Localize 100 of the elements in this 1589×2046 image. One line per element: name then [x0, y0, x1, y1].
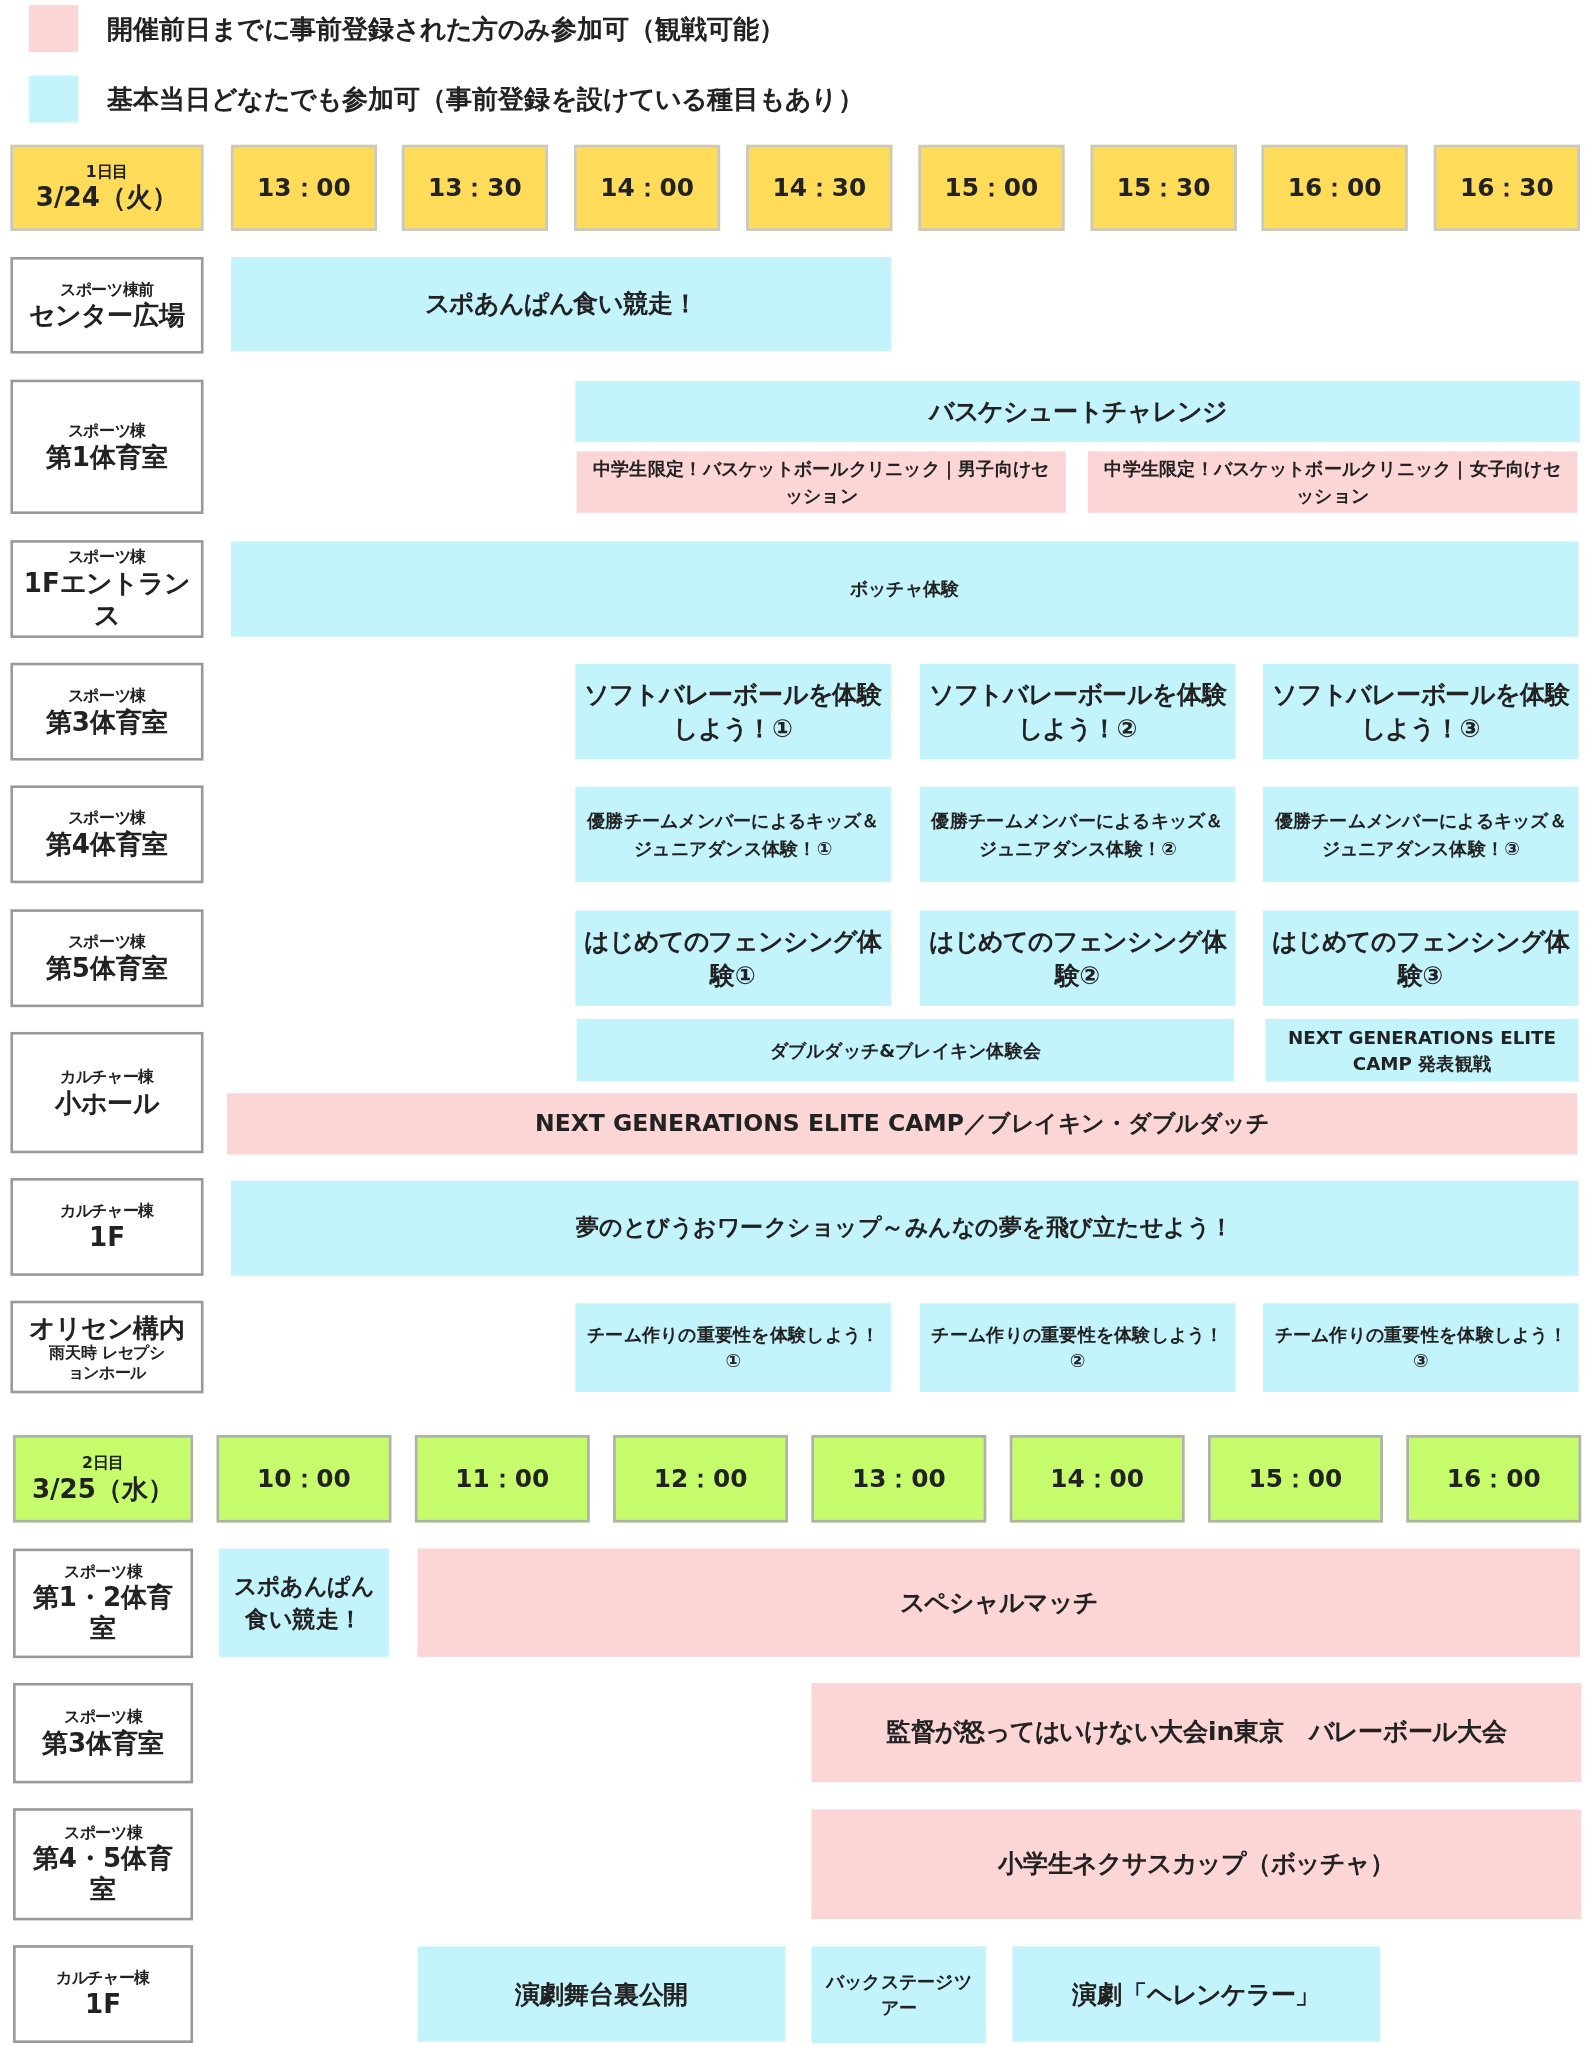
time-label: 14：00 — [600, 171, 694, 203]
event-block — [1012, 1946, 1381, 2042]
building-label: スポーツ棟 — [67, 686, 147, 706]
header-cell — [746, 144, 893, 231]
event-block — [919, 910, 1236, 1006]
venue-cell — [10, 379, 204, 514]
header-cell — [414, 1435, 590, 1523]
event-title: 優勝チームメンバーによるキッズ＆ジュニアダンス体験！③ — [1273, 809, 1568, 860]
event-title: 演劇「ヘレンケラー」 — [1072, 1977, 1321, 2010]
event-block — [1088, 451, 1578, 513]
building-label: スポーツ棟前 — [60, 280, 154, 299]
event-title: スペシャルマッチ — [899, 1586, 1098, 1618]
header-cell — [10, 144, 204, 231]
event-title: チーム作りの重要性を体験しよう！① — [586, 1322, 881, 1374]
day-label: 2日目 — [81, 1453, 125, 1473]
time-label: 12：00 — [653, 1462, 748, 1494]
building-label: スポーツ棟 — [67, 548, 147, 568]
header-cell — [13, 1435, 194, 1523]
date-label: 3/25（水） — [31, 1472, 175, 1504]
venue-name: 第3体育室 — [41, 1726, 165, 1759]
time-label: 14：00 — [1050, 1462, 1145, 1494]
event-title: チーム作りの重要性を体験しよう！③ — [1273, 1322, 1568, 1374]
event-block — [230, 1180, 1579, 1276]
event-title: 中学生限定！バスケットボールクリニック｜女子向けセッション — [1103, 457, 1562, 508]
header-cell — [811, 1435, 987, 1523]
header-cell — [1090, 144, 1237, 231]
event-block — [1265, 1018, 1579, 1082]
venue-name: オリセン構内 — [28, 1312, 186, 1344]
event-block — [811, 1682, 1582, 1783]
time-label: 16：00 — [1446, 1462, 1541, 1494]
day-label: 1日目 — [85, 162, 129, 182]
time-label: 16：00 — [1287, 171, 1382, 203]
event-block — [575, 664, 892, 760]
event-block — [1262, 1303, 1579, 1392]
event-block — [230, 257, 892, 351]
note-text: 雨天時 レセプションホール — [48, 1343, 166, 1382]
event-block — [1262, 910, 1579, 1006]
event-title: はじめてのフェンシング体験① — [583, 925, 883, 991]
venue-cell — [10, 540, 204, 638]
event-title: 演劇舞台裏公開 — [514, 1977, 689, 2010]
venue-cell — [10, 662, 204, 761]
venue-cell — [10, 909, 204, 1008]
venue-cell — [13, 1945, 194, 2043]
header-cell — [216, 1435, 392, 1523]
event-title: NEXT GENERATIONS ELITE CAMP／ブレイキン・ダブルダッチ — [535, 1108, 1270, 1139]
header-cell — [613, 1435, 788, 1523]
event-title: スポあんぱん食い競走！ — [424, 287, 698, 320]
time-label: 13：00 — [257, 171, 351, 203]
event-title: ボッチャ体験 — [849, 577, 960, 602]
header-cell — [1406, 1435, 1582, 1523]
time-label: 15：00 — [1248, 1462, 1343, 1494]
event-block — [811, 1809, 1582, 1920]
event-block — [575, 380, 1580, 443]
event-block — [575, 1303, 892, 1392]
venue-cell — [10, 785, 204, 884]
venue-name: 第1・2体育室 — [31, 1581, 175, 1645]
event-block — [227, 1093, 1578, 1155]
event-title: はじめてのフェンシング体験② — [927, 925, 1228, 991]
venue-name: 第4・5体育室 — [31, 1842, 175, 1905]
event-title: NEXT GENERATIONS ELITE CAMP 発表観戦 — [1286, 1025, 1558, 1076]
venue-cell — [13, 1808, 194, 1921]
building-label: スポーツ棟 — [63, 1708, 143, 1727]
time-label: 14：30 — [772, 171, 867, 203]
venue-name: 1Fエントランス — [22, 567, 192, 630]
event-title: 小学生ネクサスカップ（ボッチャ） — [998, 1847, 1395, 1880]
event-block — [919, 664, 1236, 760]
venue-cell — [10, 257, 204, 354]
header-cell — [918, 144, 1065, 231]
venue-name: 小ホール — [54, 1086, 160, 1118]
venue-cell — [13, 1682, 194, 1784]
venue-name: 第3体育室 — [45, 705, 169, 737]
venue-name: 1F — [89, 1220, 125, 1252]
legend-text: 開催前日までに事前登録された方のみ参加可（観戦可能） — [107, 12, 786, 47]
time-label: 13：30 — [427, 171, 522, 203]
event-title: ソフトバレーボールを体験しよう！③ — [1271, 678, 1571, 745]
venue-name: 第4体育室 — [45, 828, 169, 860]
event-title: ダブルダッチ&ブレイキン体験会 — [769, 1038, 1042, 1063]
venue-name: 第5体育室 — [45, 951, 169, 984]
event-title: 優勝チームメンバーによるキッズ＆ジュニアダンス体験！① — [585, 809, 881, 860]
time-label: 16：30 — [1459, 171, 1554, 203]
building-label: スポーツ棟 — [67, 809, 147, 828]
building-label: スポーツ棟 — [67, 421, 147, 441]
building-label: スポーツ棟 — [63, 1823, 143, 1843]
building-label: カルチャー棟 — [60, 1067, 154, 1087]
building-label: カルチャー棟 — [56, 1969, 151, 1988]
venue-cell — [10, 1300, 204, 1394]
event-block — [919, 1303, 1236, 1392]
event-title: 夢のとびうおワークショップ～みんなの夢を飛び立たせよう！ — [576, 1212, 1234, 1244]
event-block — [417, 1946, 786, 2042]
event-block — [1262, 786, 1579, 882]
building-label: スポーツ棟 — [67, 933, 147, 952]
time-label: 15：00 — [944, 171, 1039, 203]
event-title: バスケシュートチャレンジ — [928, 395, 1227, 427]
event-title: ソフトバレーボールを体験しよう！② — [927, 678, 1228, 745]
legend-text: 基本当日どなたでも参加可（事前登録を設けている種目もあり） — [107, 82, 864, 117]
time-label: 11：00 — [455, 1462, 550, 1494]
venue-name: センター広場 — [28, 299, 186, 331]
event-block — [575, 910, 892, 1006]
event-block — [811, 1946, 987, 2043]
event-block — [230, 541, 1579, 637]
